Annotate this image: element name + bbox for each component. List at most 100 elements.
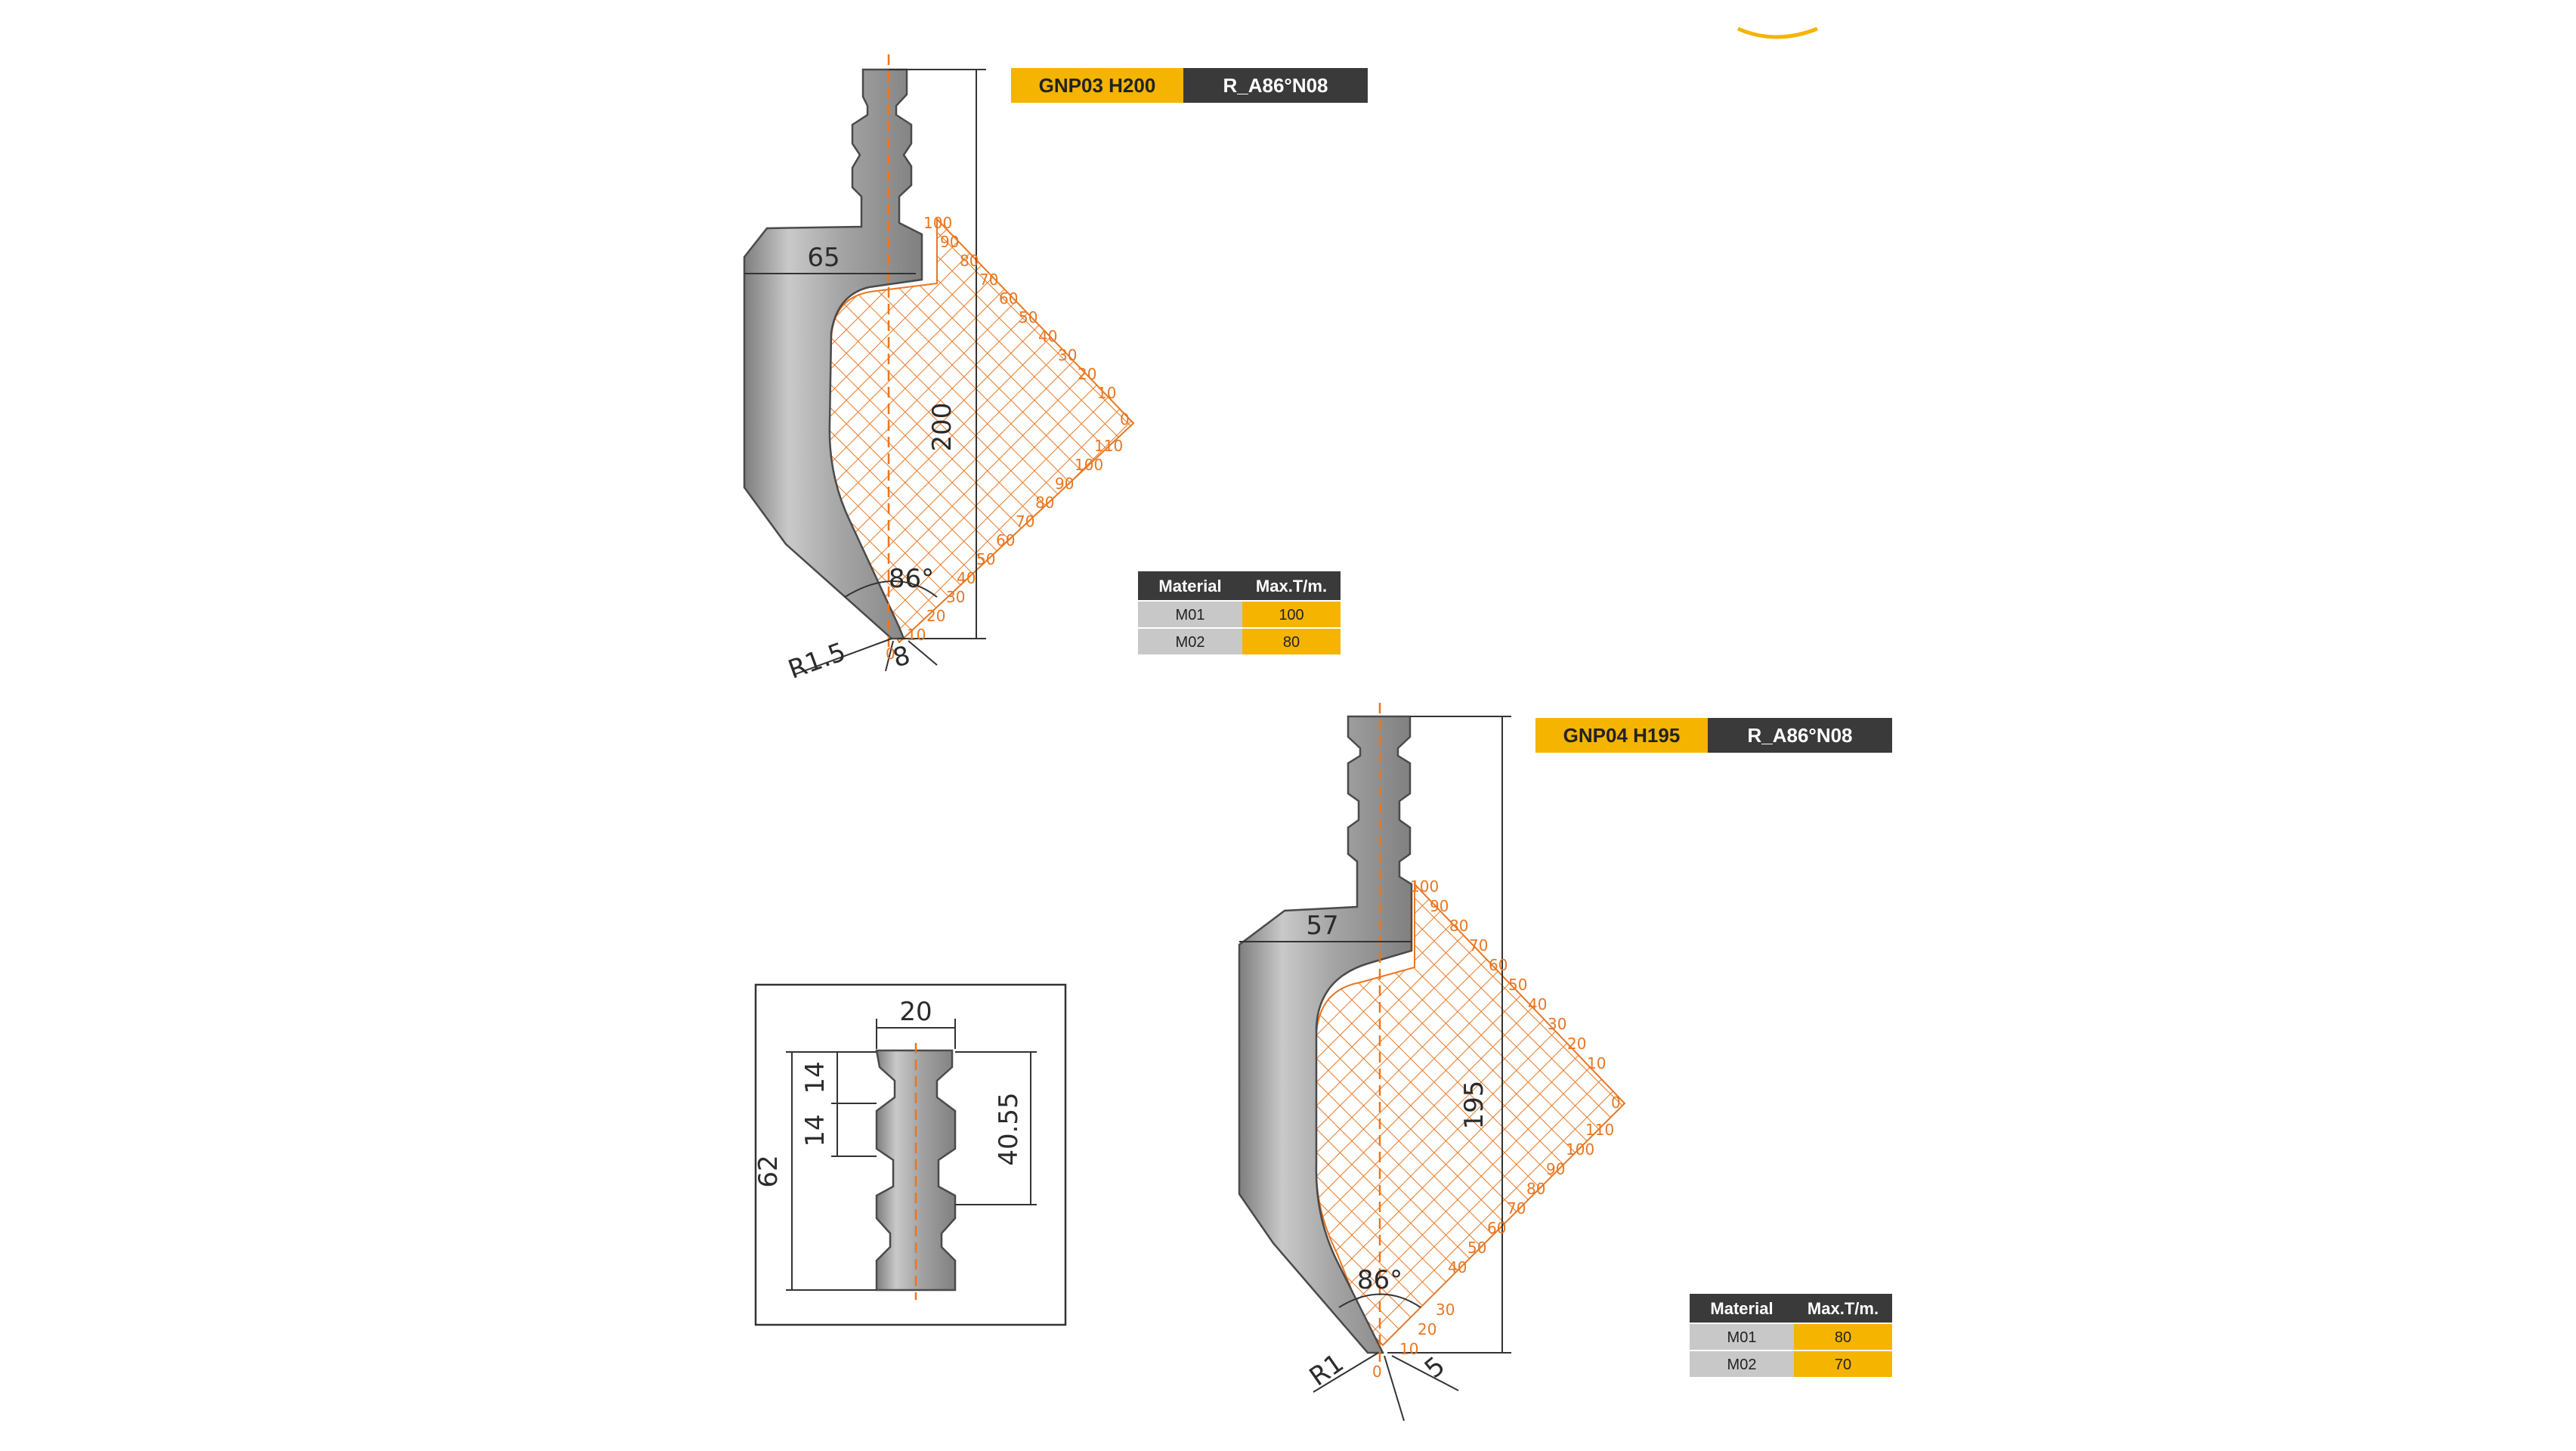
tool2-scale-l4: 70 (1507, 1199, 1526, 1217)
tool1-scale-l9: 20 (926, 607, 945, 625)
tool2-scale: 100 90 80 70 60 50 40 30 20 10 0 110 100… (1372, 877, 1621, 1381)
tool2-scale-l9: 20 (1418, 1320, 1436, 1338)
tool2-scale-l1: 100 (1566, 1140, 1594, 1159)
tang-body (875, 1049, 957, 1292)
tool1-scale-u5: 50 (1019, 308, 1038, 326)
tool1-dim-radius: R1.5 (784, 637, 850, 685)
tool1-scale-u9: 10 (1097, 384, 1116, 402)
tool1-tip-ext-b (908, 640, 938, 666)
tool2-scale-l10: 10 (1399, 1340, 1418, 1358)
tool2-dim-width: 57 (1306, 911, 1338, 941)
tool2-table-r0c0: M01 (1727, 1329, 1757, 1346)
tool2-scale-u3: 70 (1469, 936, 1488, 954)
tool2-code-badge (1535, 718, 1708, 753)
tang-dim-step2: 14 (800, 1114, 830, 1146)
tool1-table-r1c0-bg (1138, 629, 1242, 654)
tool2-dim-angle: 86° (1357, 1265, 1402, 1295)
tool1-table-header-max (1242, 571, 1341, 600)
tool1-scale-l10: 10 (907, 626, 926, 644)
tool2-table-r0c0-bg (1690, 1324, 1794, 1350)
tool2-scale-u6: 40 (1528, 995, 1547, 1013)
tool1-table-header-material (1138, 571, 1242, 600)
tool1-spec-badge (1183, 68, 1368, 103)
tool1-table-r0c0-bg (1138, 602, 1242, 627)
tool2-scale-u2: 80 (1449, 917, 1468, 935)
tool1-scale-u7: 30 (1058, 346, 1077, 364)
tool2-table-r1c1: 70 (1835, 1357, 1851, 1373)
tool1-dim-angle: 86° (889, 564, 934, 594)
tool1-spec: R_A86°N08 (1223, 74, 1328, 97)
tool2-table-r1c0-bg (1690, 1351, 1794, 1377)
tool2-scale-l7: 40 (1448, 1258, 1467, 1276)
tool1-table-r1c1: 80 (1283, 634, 1300, 651)
tang-detail-frame (754, 983, 1067, 1326)
tool2-tip-ext-b (1391, 1355, 1459, 1391)
tool1-table-r0c0: M01 (1176, 607, 1205, 623)
tool2-spec-badge (1708, 718, 1892, 753)
tool2-radius-leader (1313, 1352, 1379, 1393)
tool2-table-r1c0: M02 (1727, 1357, 1757, 1373)
tool1-scale-l4: 70 (1016, 512, 1034, 531)
tool2-capacity-table: Material Max.T/m. M01 80 M02 70 (1690, 1294, 1892, 1377)
tool1-table-r0c1: 100 (1279, 607, 1303, 623)
tool1-code: GNP03 H200 (1039, 74, 1156, 97)
tool2-scale-l0: 110 (1585, 1121, 1614, 1139)
tool1-angle-arc (844, 580, 938, 598)
tool2-tip-ext-a (1384, 1355, 1405, 1422)
tool1-scale-u1: 90 (940, 233, 959, 251)
tool1-dim-width: 65 (807, 243, 840, 273)
tool2-table-r0c1: 80 (1835, 1329, 1851, 1346)
tool2-dim-radius: R1 (1304, 1348, 1350, 1393)
tool2-body (1238, 715, 1413, 1354)
tool-gnp03: GNP03 H200 R_A86°N08 200 65 86° R1.5 8 1… (743, 54, 1368, 685)
tool2-code: GNP04 H195 (1563, 724, 1681, 747)
tool1-scale-u3: 70 (979, 271, 998, 289)
tool2-scale-l5: 60 (1487, 1219, 1506, 1237)
tang-dim-total: 62 (753, 1155, 784, 1187)
tang-detail: 20 62 14 14 40.55 (753, 983, 1067, 1326)
tool2-scale-u8: 20 (1567, 1035, 1586, 1053)
tool2-scale-u1: 90 (1430, 897, 1449, 915)
tool2-scale-u5: 50 (1508, 976, 1527, 994)
tool2-dim-tip: 5 (1419, 1350, 1451, 1384)
tool2-table-r1c1-bg (1794, 1351, 1892, 1377)
tool1-scale-l7: 40 (957, 569, 976, 587)
tool2-scale-l11: 0 (1372, 1363, 1382, 1381)
tool2-scale-l3: 80 (1526, 1180, 1545, 1198)
tool2-table-header-max (1794, 1294, 1892, 1323)
tool2-table-header-material (1690, 1294, 1794, 1323)
tool1-table-h0: Material (1158, 577, 1221, 596)
tool1-scale-l6: 50 (976, 550, 995, 568)
tool2-dim-height: 195 (1459, 1081, 1489, 1130)
tool2-scale-l8: 30 (1436, 1301, 1455, 1319)
tool2-scale-u0: 100 (1410, 877, 1439, 896)
tool2-table-h1: Max.T/m. (1808, 1299, 1879, 1318)
tool-gnp04: GNP04 H195 R_A86°N08 195 57 86° R1 5 100… (1238, 703, 1892, 1422)
tool1-scale-zero: 0 (1120, 410, 1130, 428)
tool1-radius-leader (793, 638, 892, 676)
tool1-code-badge (1011, 68, 1183, 103)
tool1-scale-u6: 40 (1038, 327, 1057, 345)
tool1-scale: 100 90 80 70 60 50 40 30 20 10 0 110 100… (886, 214, 1130, 663)
tool2-scale-u7: 30 (1548, 1015, 1566, 1033)
tool2-scale-l2: 90 (1546, 1160, 1565, 1178)
tool1-body (743, 68, 923, 640)
tang-dim-step1: 14 (800, 1061, 830, 1094)
tool2-spec: R_A86°N08 (1747, 724, 1852, 747)
tool1-scale-l5: 60 (996, 531, 1015, 549)
tool1-capacity-table: Material Max.T/m. M01 100 M02 80 (1138, 571, 1341, 654)
tool1-table-r1c1-bg (1242, 629, 1341, 654)
tool1-table-r1c0: M02 (1176, 634, 1205, 651)
tool1-scale-u2: 80 (960, 252, 979, 270)
tool2-scale-l6: 50 (1467, 1239, 1486, 1257)
tool1-scale-l3: 80 (1035, 493, 1054, 512)
tool1-scale-l2: 90 (1055, 475, 1074, 493)
brand-swoosh-icon (1736, 26, 1818, 39)
tool1-scale-l11: 0 (886, 645, 895, 663)
tool1-scale-l8: 30 (946, 588, 965, 606)
tool1-dim-height: 200 (927, 403, 957, 452)
tool2-scale-zero: 0 (1611, 1094, 1621, 1112)
tang-dim-groove: 40.55 (994, 1092, 1024, 1165)
tool2-scale-u4: 60 (1489, 956, 1508, 974)
